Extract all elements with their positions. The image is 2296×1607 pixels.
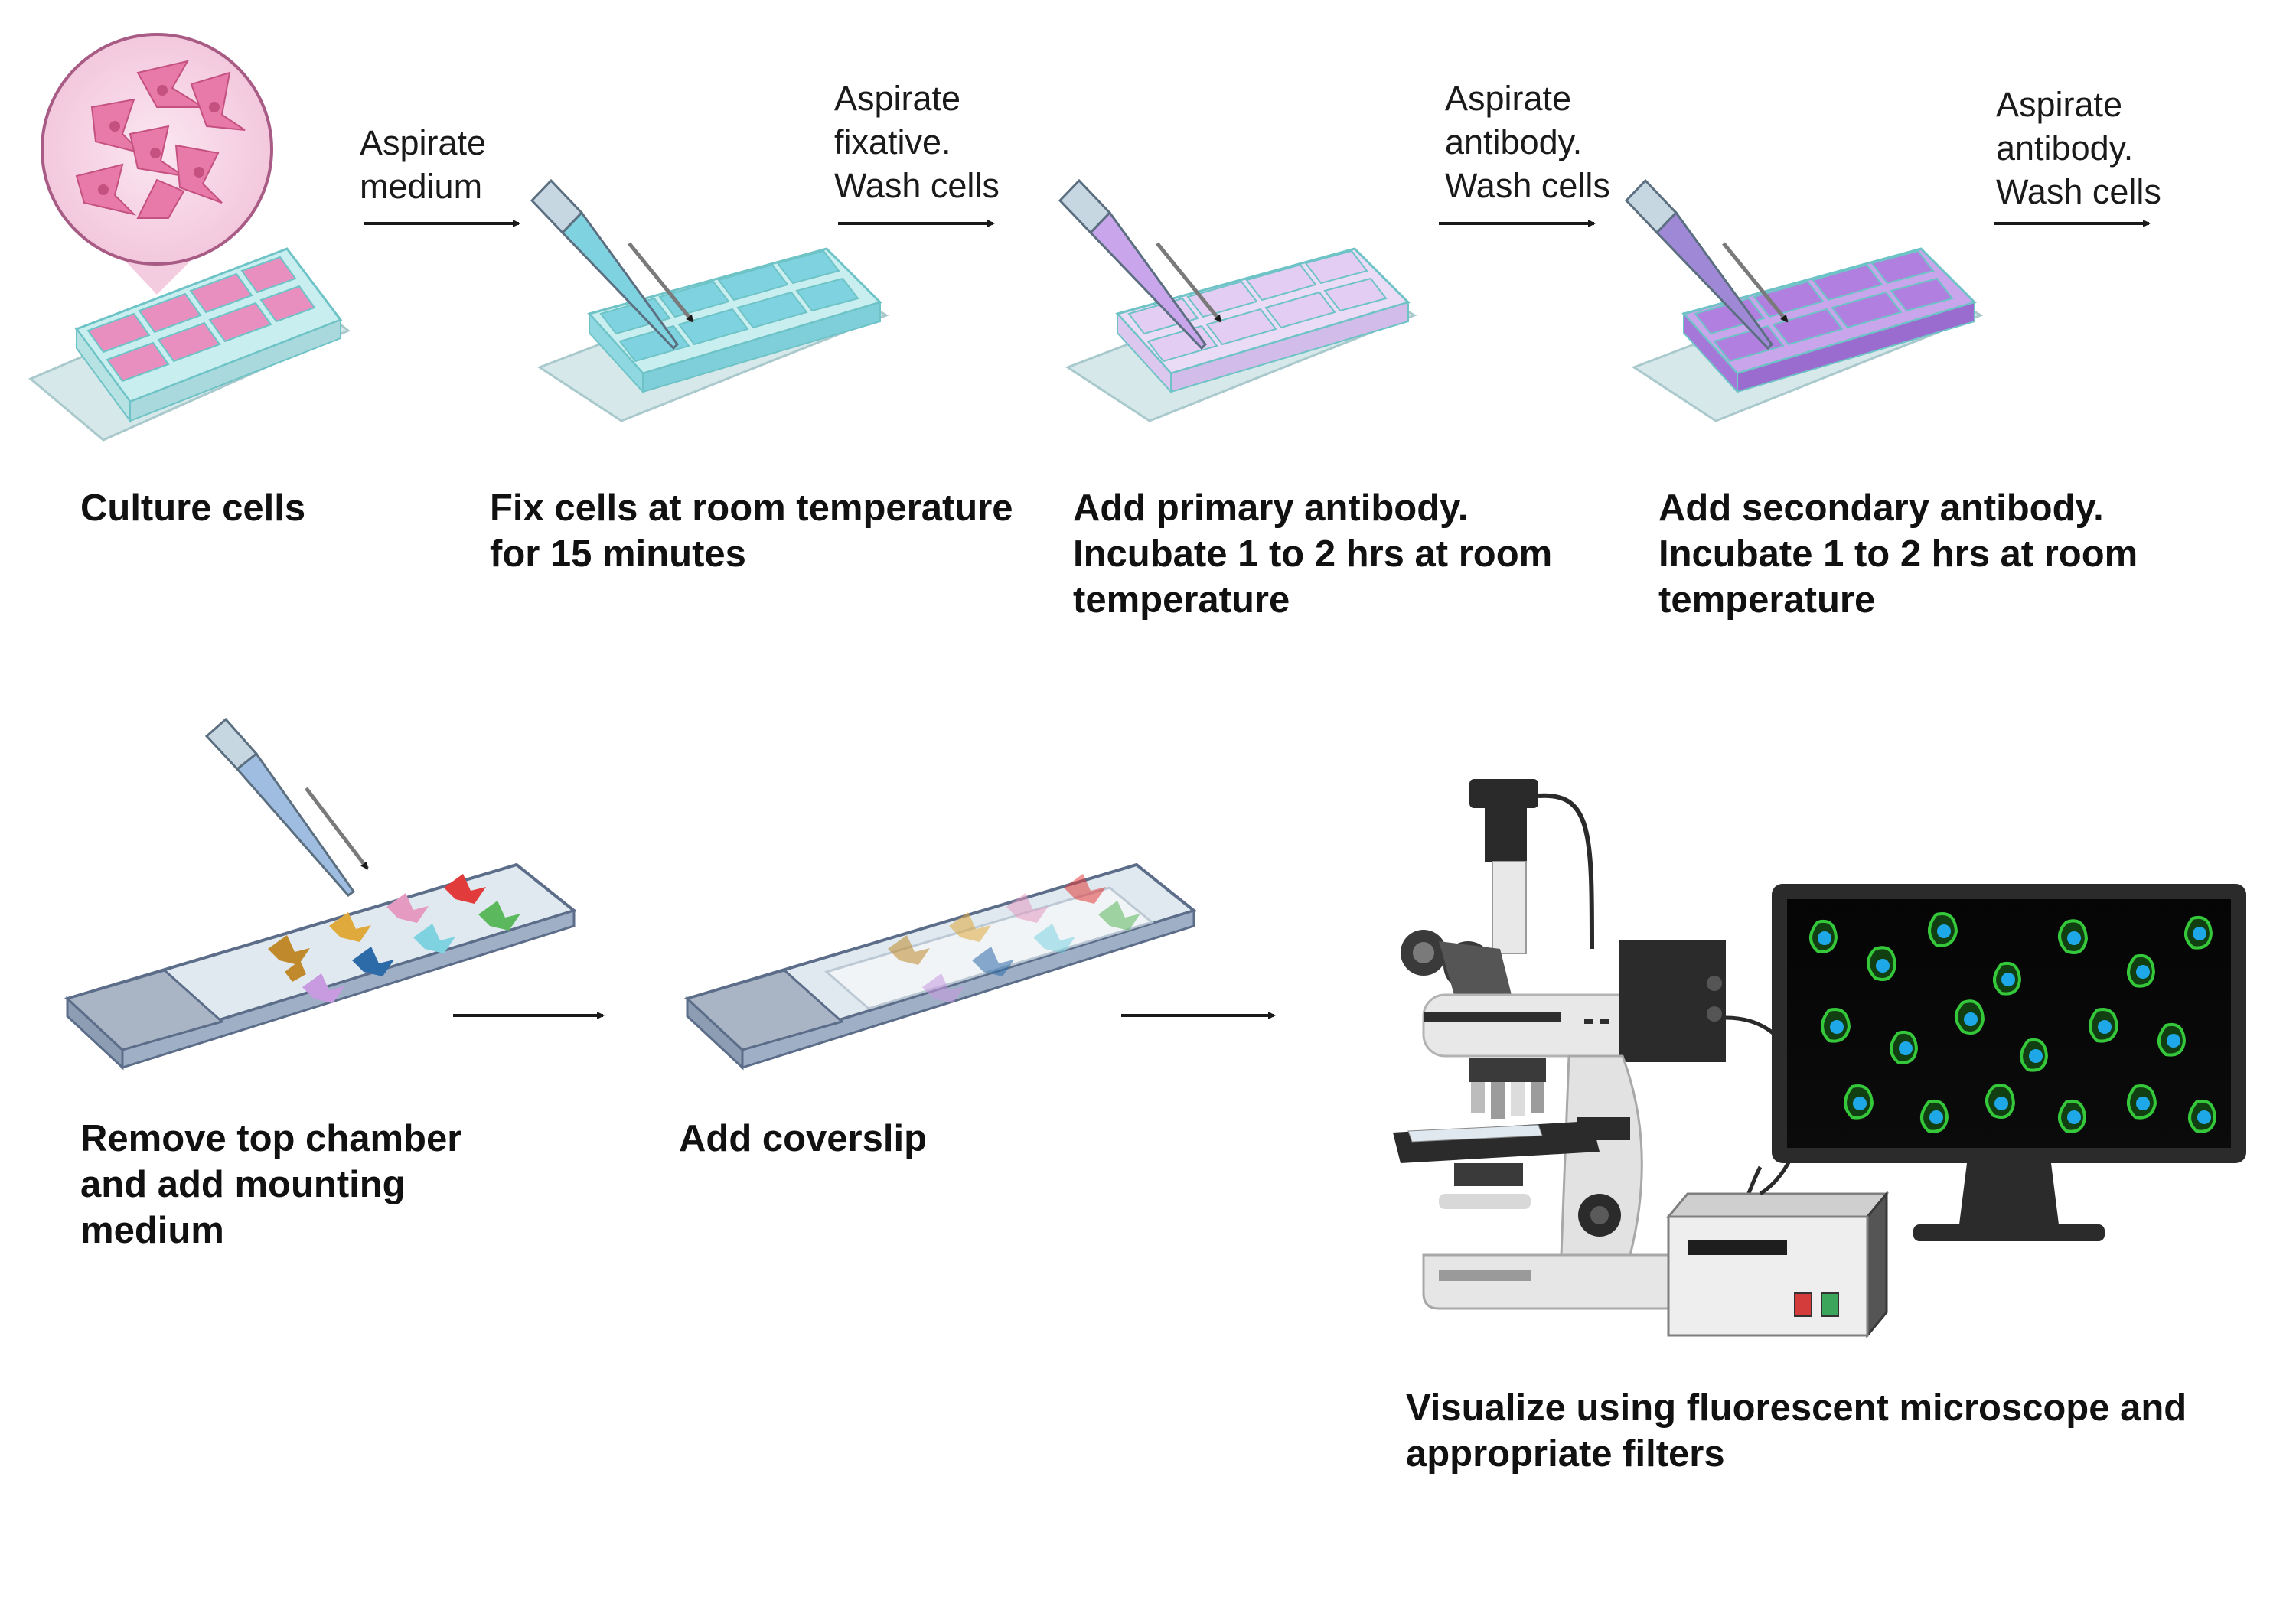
arrow-label-aspirate-antibody-1: Aspirate antibody. Wash cells bbox=[1445, 79, 1610, 205]
pipette-icon bbox=[1058, 178, 1222, 350]
monitor-icon bbox=[1725, 884, 2246, 1241]
arrow-label-aspirate-antibody-2: Aspirate antibody. Wash cells bbox=[1996, 85, 2161, 211]
step-label-fix-cells: Fix cells at room temperature for 15 min… bbox=[490, 487, 1013, 575]
glass-slide-icon bbox=[684, 862, 1198, 1071]
chamber-slide-icon bbox=[536, 247, 889, 422]
step-label-visualize: Visualize using fluorescent microscope a… bbox=[1406, 1387, 2187, 1475]
chamber-slide-icon bbox=[1631, 247, 1984, 422]
step-label-culture-cells: Culture cells bbox=[80, 487, 306, 529]
power-supply-icon bbox=[1665, 1165, 1890, 1339]
chamber-slide-icon bbox=[1065, 247, 1417, 422]
step-label-secondary-antibody: Add secondary antibody. Incubate 1 to 2 … bbox=[1658, 487, 2138, 621]
fluorescent-microscope-icon bbox=[1393, 779, 1726, 1310]
arrow-label-aspirate-fixative: Aspirate fixative. Wash cells bbox=[834, 79, 1000, 205]
stained-cells bbox=[268, 874, 520, 1003]
glass-slide-icon bbox=[64, 862, 578, 1071]
step-label-mounting-medium: Remove top chamber and add mounting medi… bbox=[80, 1118, 462, 1251]
step-label-primary-antibody: Add primary antibody. Incubate 1 to 2 hr… bbox=[1073, 487, 1553, 621]
pipette-icon bbox=[1624, 178, 1789, 350]
chamber-slide-icon bbox=[28, 247, 351, 442]
process-arrows bbox=[364, 220, 2151, 1019]
pipette-icon bbox=[530, 178, 694, 350]
step-label-coverslip: Add coverslip bbox=[679, 1118, 928, 1159]
cell-culture-magnifier-icon bbox=[41, 33, 273, 295]
pipette-icon bbox=[204, 717, 369, 898]
arrow-label-aspirate-medium: Aspirate medium bbox=[360, 123, 487, 206]
fluorescent-nuclei bbox=[1818, 924, 2211, 1124]
